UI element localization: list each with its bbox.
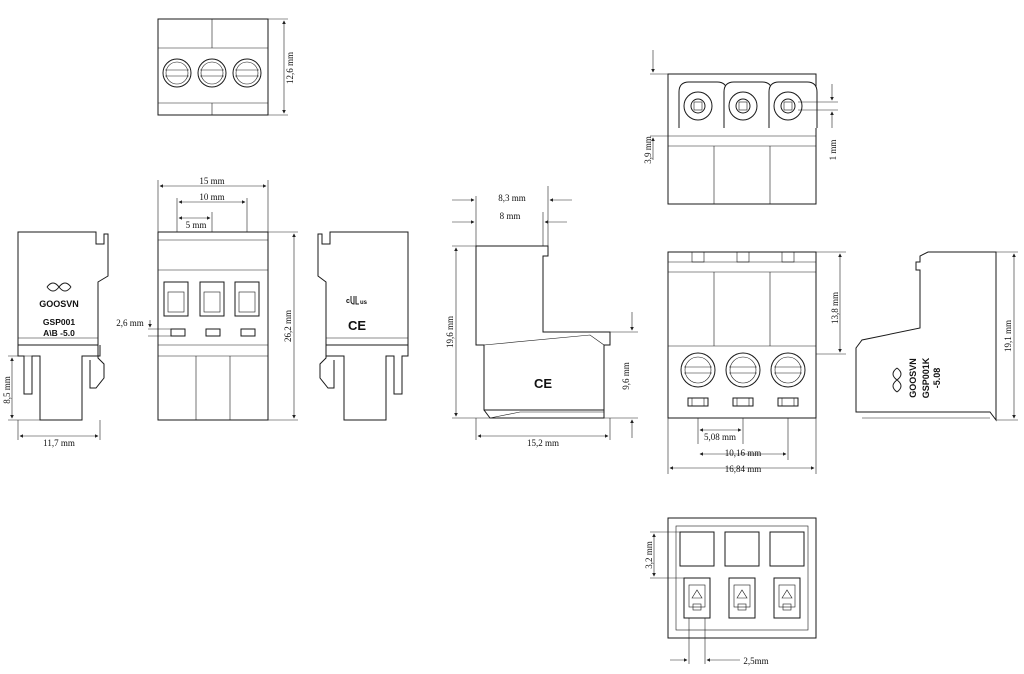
dim-right-height: 19,1 mm: [1003, 320, 1013, 352]
variant-label-right: -5.08: [932, 368, 942, 389]
right-side-view-left: c us CE: [317, 231, 409, 421]
screw-1: [162, 58, 192, 88]
dim-left-base-width: 11,7 mm: [43, 438, 75, 448]
screw-top-1: [678, 81, 728, 128]
dim-left-base-height: 8,5 mm: [2, 376, 12, 404]
dim-top-right-detail: 1 mm: [828, 140, 838, 161]
screw-top-3: [768, 81, 818, 128]
dim-front-pitch-5: 5 mm: [186, 220, 207, 230]
variant-label-left: A\B -5.0: [43, 328, 75, 338]
top-view-right: 3,9 mm 1 mm: [643, 50, 838, 205]
dim-pitch-508: 5,08 mm: [704, 432, 736, 442]
dim-front-height: 26,2 mm: [283, 310, 293, 342]
brand-label-right: GOOSVN: [908, 358, 918, 398]
ce-mark-left: CE: [348, 318, 366, 333]
dim-front-width-10: 10 mm: [199, 192, 224, 202]
front-screw-3: [770, 352, 806, 407]
terminal-window-2: [199, 281, 225, 337]
front-screw-2: [725, 352, 761, 407]
side-view-middle: CE 8,3 mm 8 mm 19,6 mm 9,6 mm 15,2 mm: [445, 186, 638, 448]
terminal-window-1: [163, 281, 189, 337]
screw-3: [232, 58, 262, 88]
dim-side-step: 9,6 mm: [621, 362, 631, 390]
ce-mark-middle: CE: [534, 376, 552, 391]
dim-front-slot: 2,6 mm: [116, 318, 144, 328]
model-label-right: GSP001K: [921, 357, 931, 398]
dim-bottom-pitch: 2,5mm: [743, 656, 768, 666]
front-screw-1: [680, 352, 716, 407]
goosvn-logo-left: [46, 282, 72, 292]
dim-pitch-1016: 10,16 mm: [725, 448, 762, 458]
dim-side-width: 15,2 mm: [527, 438, 559, 448]
top-view-left: 12,6 mm: [157, 18, 295, 116]
dim-side-top-8: 8 mm: [500, 211, 521, 221]
front-view-right: 13,8 mm 5,08 mm 10,16 mm 16,84 mm: [667, 251, 846, 474]
front-view-left: 15 mm 10 mm 5 mm 26,2 mm 2,6 mm: [116, 176, 298, 421]
screw-2: [197, 58, 227, 88]
dim-width-1684: 16,84 mm: [725, 464, 762, 474]
svg-text:us: us: [360, 300, 368, 306]
dim-front-right-height: 13,8 mm: [830, 292, 840, 324]
svg-text:c: c: [346, 298, 350, 305]
dim-side-height: 19,6 mm: [445, 316, 455, 348]
dim-side-top-8-3: 8,3 mm: [498, 193, 526, 203]
left-side-view: GOOSVN GSP001 A\B -5.0 8,5 mm 11,7 mm: [2, 231, 109, 448]
bottom-cavity-3: [769, 531, 805, 619]
dim-bottom-height: 3,2 mm: [644, 541, 654, 569]
bottom-cavity-2: [724, 531, 760, 619]
right-side-view-right: GOOSVN GSP001K -5.08 19,1 mm: [855, 251, 1018, 422]
bottom-cavity-1: [679, 531, 715, 619]
dim-top-right-height: 3,9 mm: [643, 136, 653, 164]
ul-mark: c us: [346, 296, 368, 306]
model-label-left: GSP001: [43, 317, 75, 327]
dim-front-width-15: 15 mm: [199, 176, 224, 186]
bottom-view: 3,2 mm 2,5mm: [644, 517, 817, 666]
brand-label-left: GOOSVN: [39, 299, 79, 309]
terminal-window-3: [234, 281, 260, 337]
dim-top-view-height: 12,6 mm: [285, 52, 295, 84]
screw-top-2: [723, 81, 773, 128]
goosvn-logo-right: [892, 367, 902, 393]
